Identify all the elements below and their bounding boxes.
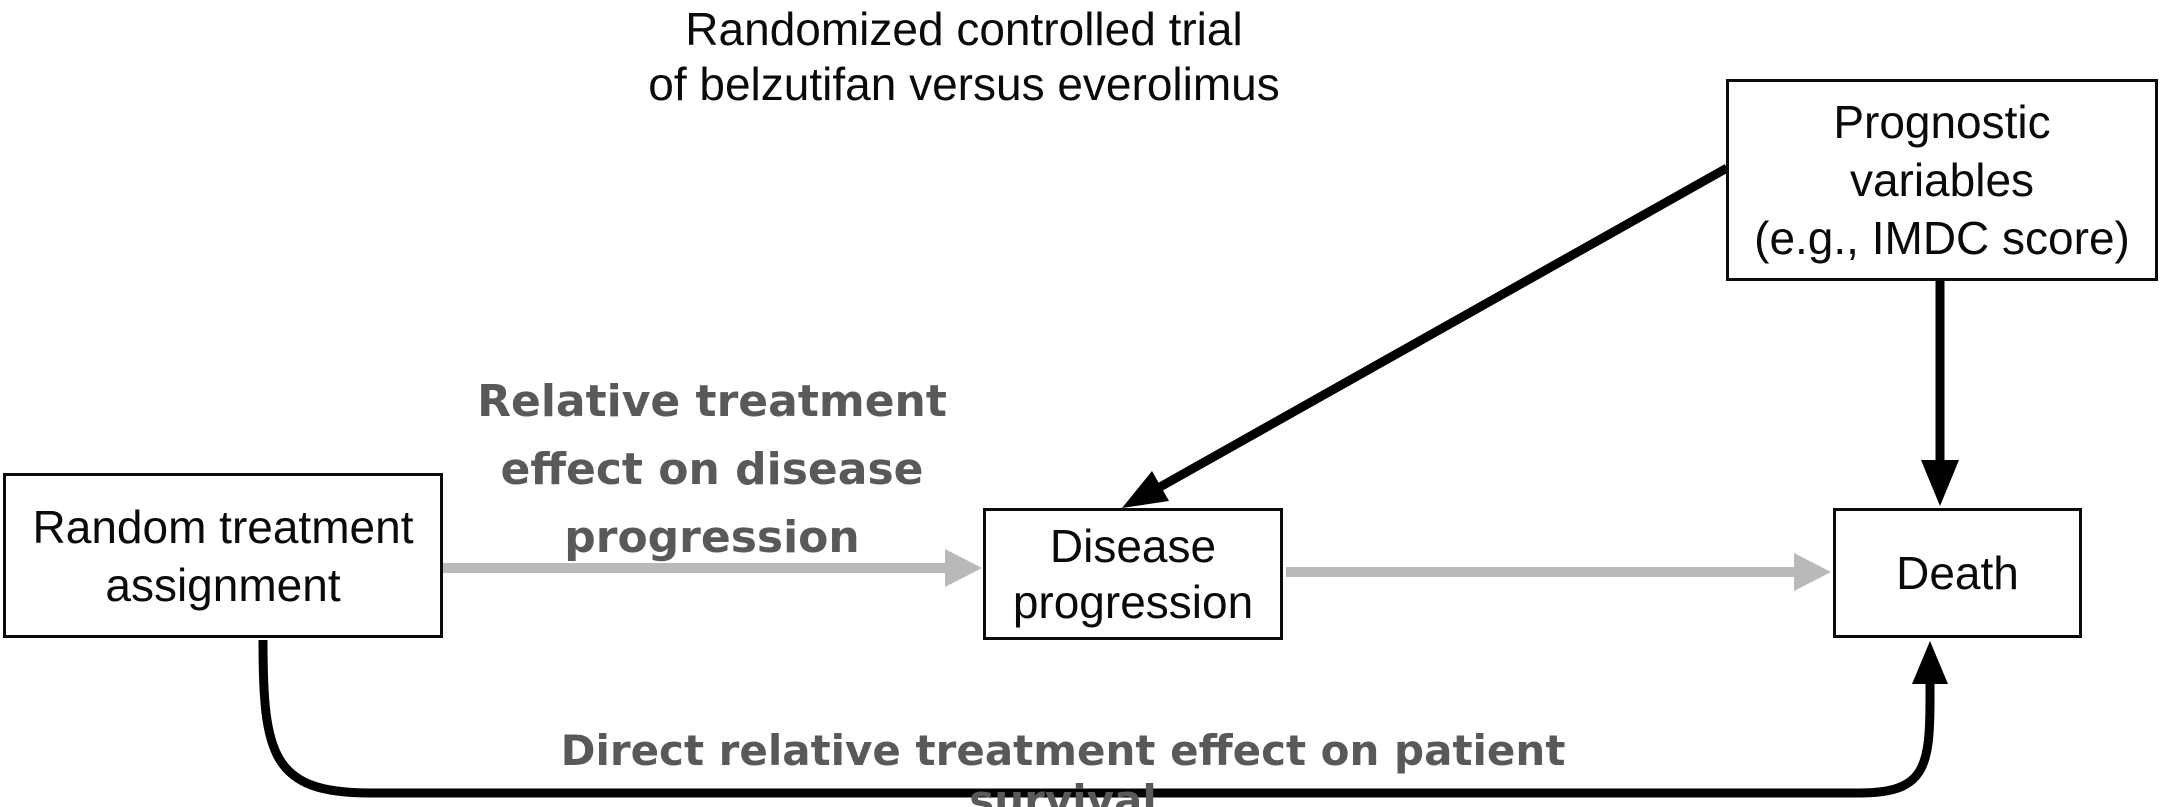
- node-disease-progression: Disease progression: [983, 508, 1283, 640]
- node-death: Death: [1833, 508, 2082, 638]
- edge-label-direct-treatment-effect: Direct relative treatment effect on pati…: [560, 726, 1566, 807]
- node-random-treatment-assignment: Random treatment assignment: [3, 473, 443, 638]
- edge-randomization-to-death-line: [258, 639, 1935, 798]
- edge-progression-to-death-arrowhead: [1794, 553, 1831, 591]
- diagram-title: Randomized controlled trial of belzutifa…: [648, 3, 1280, 110]
- edge-prognostic-to-death-arrowhead: [1921, 460, 1959, 506]
- node-prognostic-variables: Prognostic variables (e.g., IMDC score): [1726, 79, 2158, 281]
- edge-prognostic-to-progression-arrowhead: [1122, 471, 1169, 508]
- edge-randomization-to-death-arrowhead: [1912, 641, 1948, 684]
- edge-label-relative-treatment-effect: Relative treatment effect on disease pro…: [477, 376, 947, 563]
- edge-prognostic-to-progression-line: [1157, 164, 1730, 491]
- edge-randomization-to-progression-arrowhead: [945, 549, 982, 587]
